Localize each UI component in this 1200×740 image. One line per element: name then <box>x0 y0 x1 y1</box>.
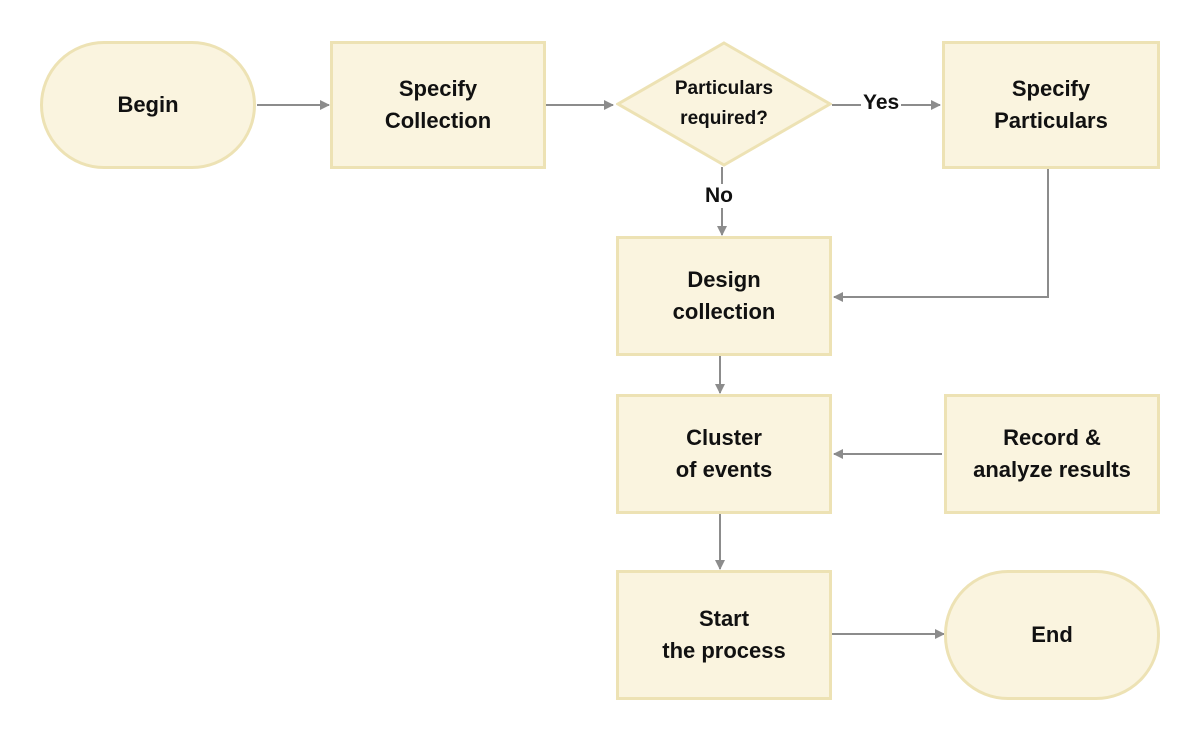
cluster-events-label: Cluster of events <box>675 425 773 482</box>
decision-diamond <box>616 41 832 167</box>
record-analyze-node: Record & analyze results <box>944 394 1160 514</box>
specify-collection-node: Specify Collection <box>330 41 546 169</box>
no-label: No <box>703 184 735 208</box>
start-process-label: Start the process <box>662 606 786 663</box>
design-collection-label: Design collection <box>672 267 776 324</box>
decision-node: Particulars required? <box>616 41 832 167</box>
design-collection-node: Design collection <box>616 236 832 356</box>
specify-collection-label: Specify Collection <box>384 76 492 133</box>
record-analyze-label: Record & analyze results <box>973 425 1131 482</box>
specify-particulars-node: Specify Particulars <box>942 41 1160 169</box>
specify-particulars-label: Specify Particulars <box>994 76 1108 133</box>
end-label: End <box>1031 622 1073 647</box>
yes-label: Yes <box>861 91 902 115</box>
cluster-events-node: Cluster of events <box>616 394 832 514</box>
begin-label: Begin <box>117 92 179 117</box>
edge-particulars-to-design <box>833 169 1049 302</box>
start-process-node: Start the process <box>616 570 832 700</box>
end-node: End <box>944 570 1160 700</box>
decision-label: Particulars required? <box>674 78 774 129</box>
begin-node: Begin <box>40 41 256 169</box>
